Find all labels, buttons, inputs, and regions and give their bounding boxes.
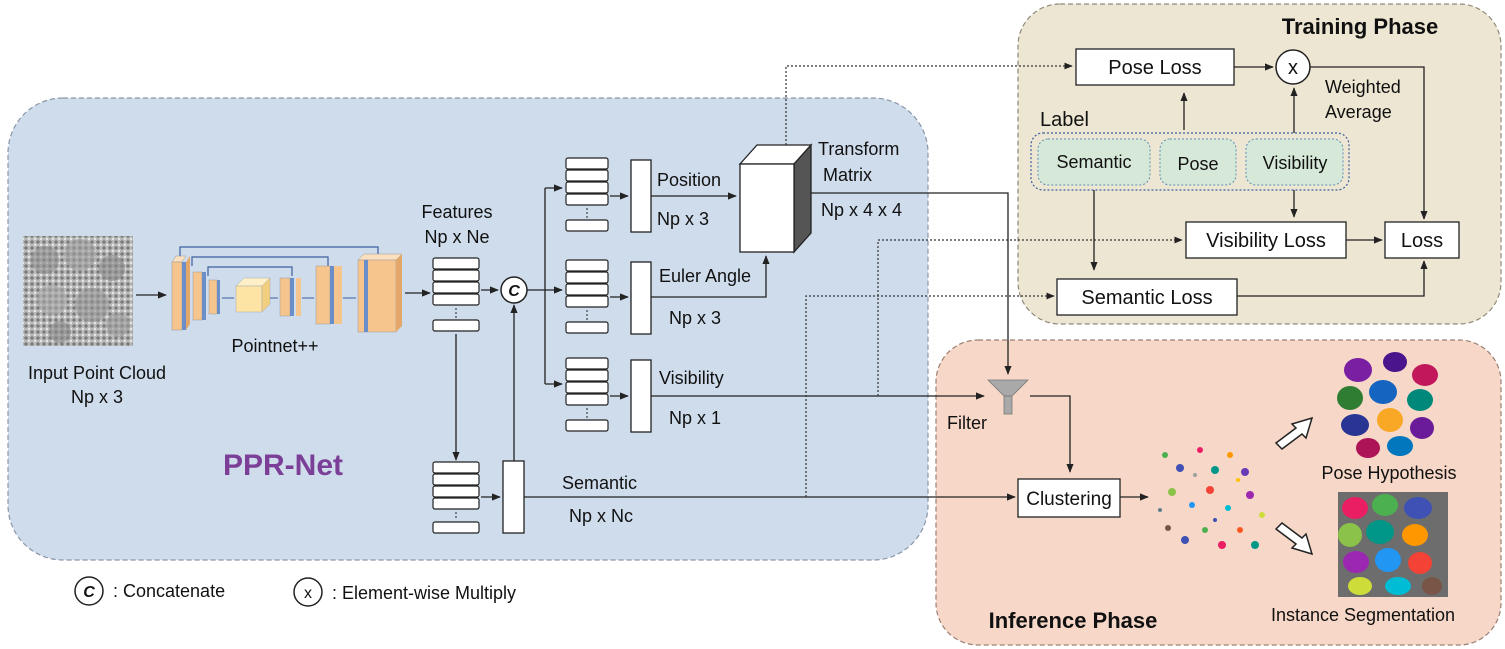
- label-visibility-box: [1245, 138, 1344, 186]
- input-point-cloud-image: [23, 236, 133, 346]
- multiply-to-loss-arrow: [1310, 66, 1428, 220]
- visibility-head-stack: [565, 357, 609, 432]
- euler-label: Euler Angle: [659, 266, 751, 286]
- clustering-label: Clustering: [1026, 489, 1112, 510]
- pose-loss-label: Pose Loss: [1108, 57, 1201, 79]
- pointnet-label: Pointnet++: [231, 336, 318, 356]
- visibility-loss-box: [1185, 221, 1347, 259]
- euler-output: [630, 261, 652, 335]
- semantic-loss-box: [1056, 278, 1238, 316]
- input-point-cloud-label: Input Point Cloud: [28, 363, 166, 383]
- label-group: [1030, 132, 1350, 191]
- inference-phase-title: Inference Phase: [989, 608, 1158, 633]
- position-output: [630, 159, 652, 233]
- legend-concat-symbol: [74, 576, 104, 606]
- label-title: Label: [1040, 109, 1089, 131]
- position-dim: Np x 3: [657, 209, 709, 229]
- transform-to-pose-loss-arrow: [785, 62, 1073, 145]
- loss-box: [1384, 221, 1460, 259]
- transform-dim: Np x 4 x 4: [821, 200, 902, 220]
- concat-symbol: C: [508, 283, 520, 300]
- euler-dim: Np x 3: [669, 308, 721, 328]
- label-pose-box: [1159, 138, 1237, 186]
- visibility-label: Visibility: [659, 368, 724, 388]
- transform-label-1: Transform: [818, 139, 899, 159]
- features-label: Features: [421, 202, 492, 222]
- input-point-cloud-dim: Np x 3: [71, 387, 123, 407]
- legend-multiply-text: : Element-wise Multiply: [332, 583, 516, 603]
- semantic-to-semantic-loss-arrow: [805, 292, 1055, 497]
- semantic-loss-to-loss-arrow: [1237, 260, 1428, 297]
- label-pose: Pose: [1177, 154, 1218, 174]
- legend-multiply-letter: x: [304, 585, 312, 602]
- position-label: Position: [657, 170, 721, 190]
- filter-label: Filter: [947, 413, 987, 433]
- instance-segmentation-label: Instance Segmentation: [1271, 605, 1455, 625]
- label-semantic-box: [1037, 138, 1151, 186]
- visibility-dim: Np x 1: [669, 408, 721, 428]
- filter-icon: [987, 379, 1029, 415]
- euler-to-transform-arrow: [651, 255, 770, 298]
- features-dim: Np x Ne: [424, 227, 489, 247]
- legend-concat-text: : Concatenate: [113, 581, 225, 601]
- ppr-net-title: PPR-Net: [223, 449, 343, 482]
- filter-to-clustering-arrow: [1030, 395, 1074, 473]
- legend-concat-letter: C: [83, 584, 95, 601]
- concat-branches: [527, 184, 563, 388]
- instance-segmentation-image: [1338, 492, 1448, 597]
- transform-label-2: Matrix: [823, 165, 872, 185]
- pointnet-backbone: [171, 246, 403, 333]
- semantic-dim: Np x Nc: [569, 506, 633, 526]
- pose-loss-box: [1075, 48, 1235, 86]
- features-stack: [432, 257, 480, 332]
- training-phase-title: Training Phase: [1282, 14, 1439, 39]
- to-pose-hypothesis-arrow: [1274, 416, 1314, 450]
- semantic-label: Semantic: [562, 473, 637, 493]
- multiply-symbol: x: [1288, 57, 1298, 79]
- clustering-box: [1017, 478, 1121, 518]
- visibility-to-visibility-loss-arrow: [877, 236, 1183, 396]
- semantic-head-stack: [432, 461, 480, 534]
- semantic-output: [502, 460, 525, 534]
- semantic-loss-label: Semantic Loss: [1081, 287, 1212, 309]
- label-visibility: Visibility: [1263, 153, 1328, 173]
- weighted-label-1: Weighted: [1325, 77, 1401, 97]
- legend-multiply-symbol: [293, 577, 323, 607]
- euler-head-stack: [565, 259, 609, 334]
- visibility-loss-label: Visibility Loss: [1206, 230, 1326, 252]
- transform-matrix-cube: [738, 143, 813, 254]
- loss-label: Loss: [1401, 230, 1443, 252]
- clustered-point-cloud-image: [1158, 447, 1265, 549]
- pose-hypothesis-label: Pose Hypothesis: [1321, 463, 1456, 483]
- weighted-label-2: Average: [1325, 102, 1392, 122]
- position-head-stack: [565, 157, 609, 232]
- to-instance-segmentation-arrow: [1274, 522, 1314, 556]
- transform-to-filter-arrow: [811, 192, 1012, 375]
- visibility-output: [630, 359, 652, 433]
- pose-hypothesis-image: [1337, 352, 1438, 458]
- label-semantic: Semantic: [1056, 152, 1131, 172]
